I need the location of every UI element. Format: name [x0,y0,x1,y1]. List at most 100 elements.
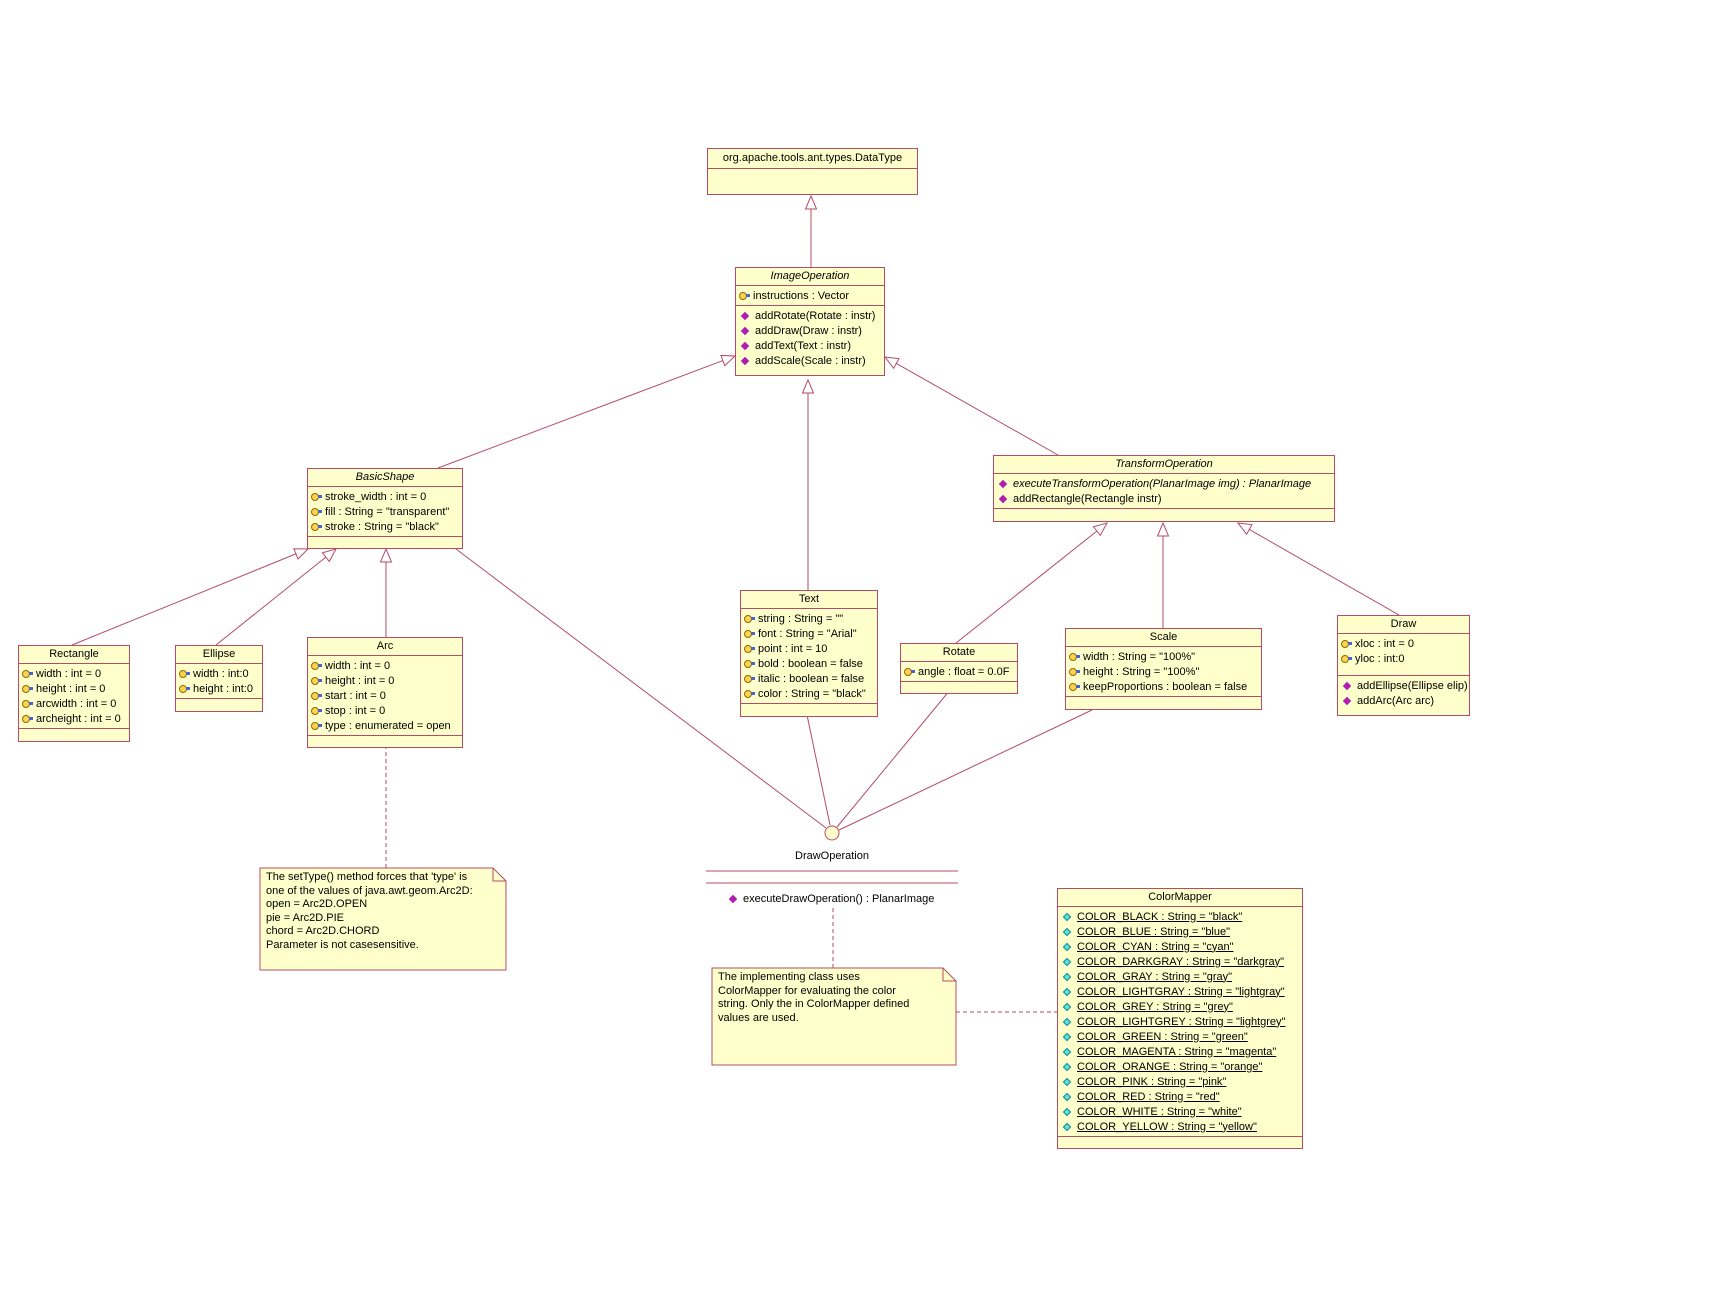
class-box-image-operation[interactable]: ImageOperation instructions : Vector add… [735,267,885,376]
attributes-compartment: width : int = 0 height : int = 0 arcwidt… [19,663,129,728]
attribute-text: archeight : int = 0 [36,712,121,725]
class-name: org.apache.tools.ant.types.DataType [722,152,903,164]
attribute-row: bold : boolean = false [744,656,874,671]
empty-compartment [994,508,1334,521]
class-box-rotate[interactable]: Rotate angle : float = 0.0F [900,643,1018,694]
empty-methods-compartment [1066,696,1261,709]
methods-compartment: executeTransformOperation(PlanarImage im… [994,473,1334,508]
class-name: Text [798,593,820,605]
class-name: Ellipse [202,648,236,660]
attribute-icon [179,669,190,678]
attribute-text: width : int = 0 [325,659,391,672]
class-box-basic-shape[interactable]: BasicShape stroke_width : int = 0 fill :… [307,468,463,549]
class-box-rectangle[interactable]: Rectangle width : int = 0 height : int =… [18,645,130,742]
attribute-text: bold : boolean = false [758,657,863,670]
method-row: addRotate(Rotate : instr) [739,308,881,323]
attribute-row: keepProportions : boolean = false [1069,679,1258,694]
attribute-icon [22,669,33,678]
method-icon [1342,681,1352,690]
attribute-row: height : int = 0 [311,673,459,688]
attribute-row: width : int = 0 [22,666,126,681]
class-box-ellipse[interactable]: Ellipse width : int:0 height : int:0 [175,645,263,712]
attribute-text: keepProportions : boolean = false [1083,680,1248,693]
static-attribute-text: COLOR_DARKGRAY : String = "darkgray" [1077,955,1285,968]
method-icon [1342,696,1352,705]
attribute-text: height : int:0 [193,682,253,695]
static-attribute-text: COLOR_WHITE : String = "white" [1077,1105,1242,1118]
attribute-text: yloc : int:0 [1355,652,1405,665]
class-box-draw[interactable]: Draw xloc : int = 0 yloc : int:0 addElli… [1337,615,1470,716]
attributes-compartment: width : int:0 height : int:0 [176,663,262,698]
method-text: addEllipse(Ellipse elip) [1357,679,1468,692]
attribute-icon [744,689,755,698]
attribute-row: height : String = "100%" [1069,664,1258,679]
attribute-icon [311,522,322,531]
attribute-icon [744,629,755,638]
note-colormapper-usage[interactable]: The implementing class uses ColorMapper … [718,971,910,1024]
static-attribute-row: COLOR_GREEN : String = "green" [1061,1029,1299,1044]
class-box-datatype[interactable]: org.apache.tools.ant.types.DataType [707,148,918,195]
attribute-text: arcwidth : int = 0 [36,697,117,710]
static-attribute-icon [1062,1062,1072,1071]
static-attribute-text: COLOR_MAGENTA : String = "magenta" [1077,1045,1277,1058]
class-box-transform-operation[interactable]: TransformOperation executeTransformOpera… [993,455,1335,522]
method-icon [998,494,1008,503]
method-row: addRectangle(Rectangle instr) [997,491,1331,506]
class-name: ColorMapper [1148,891,1212,903]
static-attribute-row: COLOR_YELLOW : String = "yellow" [1061,1119,1299,1134]
empty-methods-compartment [176,698,262,711]
empty-methods-compartment [19,728,129,741]
method-text: addText(Text : instr) [755,339,851,352]
static-attribute-row: COLOR_LIGHTGREY : String = "lightgrey" [1061,1014,1299,1029]
class-box-scale[interactable]: Scale width : String = "100%" height : S… [1065,628,1262,710]
static-attribute-text: COLOR_LIGHTGREY : String = "lightgrey" [1077,1015,1286,1028]
static-attribute-row: COLOR_WHITE : String = "white" [1061,1104,1299,1119]
attributes-compartment: angle : float = 0.0F [901,661,1017,681]
static-attribute-text: COLOR_PINK : String = "pink" [1077,1075,1227,1088]
method-text: executeTransformOperation(PlanarImage im… [1013,477,1312,490]
methods-compartment: addEllipse(Ellipse elip) addArc(Arc arc) [1338,675,1469,715]
method-text: addScale(Scale : instr) [755,354,866,367]
static-attribute-icon [1062,957,1072,966]
class-box-arc[interactable]: Arc width : int = 0 height : int = 0 sta… [307,637,463,748]
attribute-row: yloc : int:0 [1341,651,1466,666]
method-text: addDraw(Draw : instr) [755,324,862,337]
class-box-color-mapper[interactable]: ColorMapper COLOR_BLACK : String = "blac… [1057,888,1303,1149]
attribute-icon [179,684,190,693]
attribute-text: fill : String = "transparent" [325,505,450,518]
attribute-icon [311,721,322,730]
method-text: executeDrawOperation() : PlanarImage [743,892,935,905]
static-attribute-text: COLOR_ORANGE : String = "orange" [1077,1060,1263,1073]
class-name: BasicShape [355,471,415,483]
static-attribute-icon [1062,1122,1072,1131]
attributes-compartment: width : String = "100%" height : String … [1066,646,1261,696]
method-icon [740,326,750,335]
attribute-text: start : int = 0 [325,689,386,702]
static-attribute-icon [1062,987,1072,996]
attribute-icon [22,699,33,708]
static-attribute-row: COLOR_BLUE : String = "blue" [1061,924,1299,939]
attribute-row: height : int:0 [179,681,259,696]
static-attribute-text: COLOR_GREY : String = "grey" [1077,1000,1233,1013]
static-attribute-icon [1062,1077,1072,1086]
attribute-row: type : enumerated = open [311,718,459,733]
static-attribute-icon [1062,1107,1072,1116]
static-attribute-text: COLOR_RED : String = "red" [1077,1090,1220,1103]
attribute-text: xloc : int = 0 [1355,637,1415,650]
class-name: Rectangle [49,648,99,660]
attribute-icon [1341,654,1352,663]
method-icon [740,341,750,350]
attribute-text: height : int = 0 [325,674,395,687]
note-arc-settype[interactable]: The setType() method forces that 'type' … [266,871,473,951]
attribute-row: start : int = 0 [311,688,459,703]
attribute-icon [311,706,322,715]
class-box-text[interactable]: Text string : String = "" font : String … [740,590,878,717]
static-attribute-icon [1062,927,1072,936]
method-row: executeTransformOperation(PlanarImage im… [997,476,1331,491]
interface-name[interactable]: DrawOperation [795,850,869,862]
static-attribute-icon [1062,1047,1072,1056]
attribute-icon [739,291,750,300]
interface-method-row: executeDrawOperation() : PlanarImage [727,891,934,906]
attributes-compartment: xloc : int = 0 yloc : int:0 [1338,633,1469,675]
method-icon [728,894,738,903]
